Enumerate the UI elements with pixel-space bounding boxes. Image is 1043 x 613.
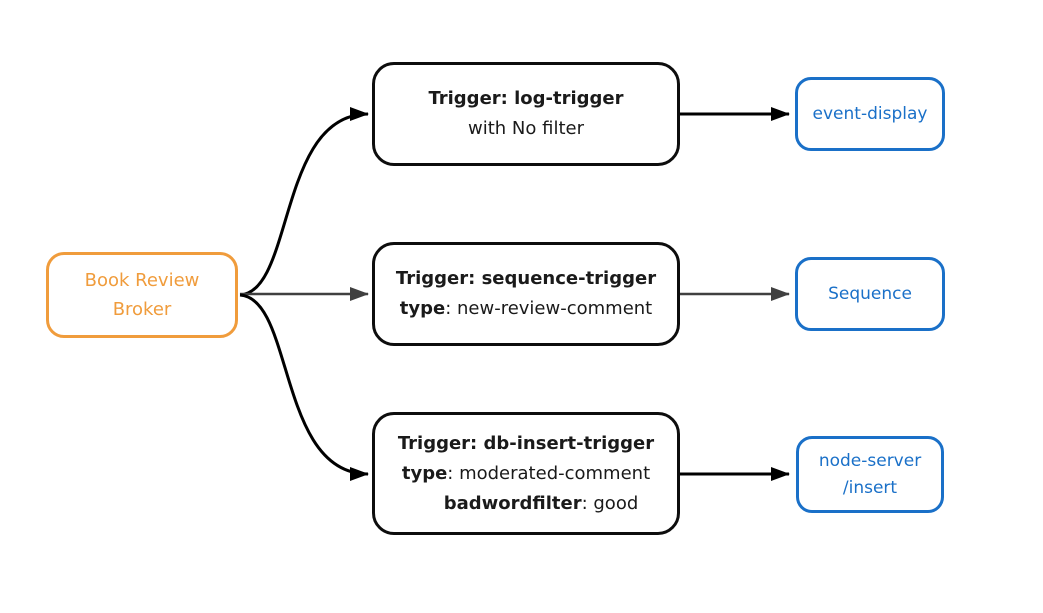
trigger-sequence-node: Trigger: sequence-trigger type: new-revi… <box>372 242 680 346</box>
sink-event-display-label: event-display <box>812 103 928 124</box>
edge-broker-to-db-insert-trigger <box>239 293 369 481</box>
edge-broker-to-log-trigger <box>239 107 369 297</box>
trigger-db-insert-attr2: badwordfilter: good <box>414 489 639 519</box>
sink-node-server-node: node-server /insert <box>796 436 944 513</box>
trigger-db-insert-attr2-key: badwordfilter <box>443 492 582 514</box>
trigger-log-title: Trigger: log-trigger <box>428 88 624 109</box>
sink-sequence-label: Sequence <box>828 283 912 304</box>
trigger-log-subtitle: with No filter <box>468 118 584 139</box>
broker-label-line2: Broker <box>112 299 172 320</box>
trigger-sequence-attr: type: new-review-comment <box>400 294 652 324</box>
sink-sequence-node: Sequence <box>795 257 945 331</box>
sink-node-server-line1: node-server <box>818 450 922 471</box>
trigger-sequence-title: Trigger: sequence-trigger <box>395 268 657 289</box>
trigger-log-node: Trigger: log-trigger with No filter <box>372 62 680 166</box>
trigger-db-insert-attr1: type: moderated-comment <box>402 459 650 489</box>
sink-node-server-line2: /insert <box>842 477 898 498</box>
trigger-sequence-attr-key: type <box>399 298 446 319</box>
broker-label-line1: Book Review <box>84 270 200 291</box>
broker-node: Book Review Broker <box>46 252 238 338</box>
trigger-sequence-attr-value: : new-review-comment <box>445 298 653 319</box>
sink-event-display-node: event-display <box>795 77 945 151</box>
trigger-db-insert-attr1-value: : moderated-comment <box>447 462 651 484</box>
trigger-db-insert-node: Trigger: db-insert-trigger type: moderat… <box>372 412 680 535</box>
trigger-db-insert-attr1-key: type <box>401 462 448 484</box>
trigger-db-insert-title: Trigger: db-insert-trigger <box>397 432 655 454</box>
trigger-db-insert-attr2-value: : good <box>581 492 639 514</box>
